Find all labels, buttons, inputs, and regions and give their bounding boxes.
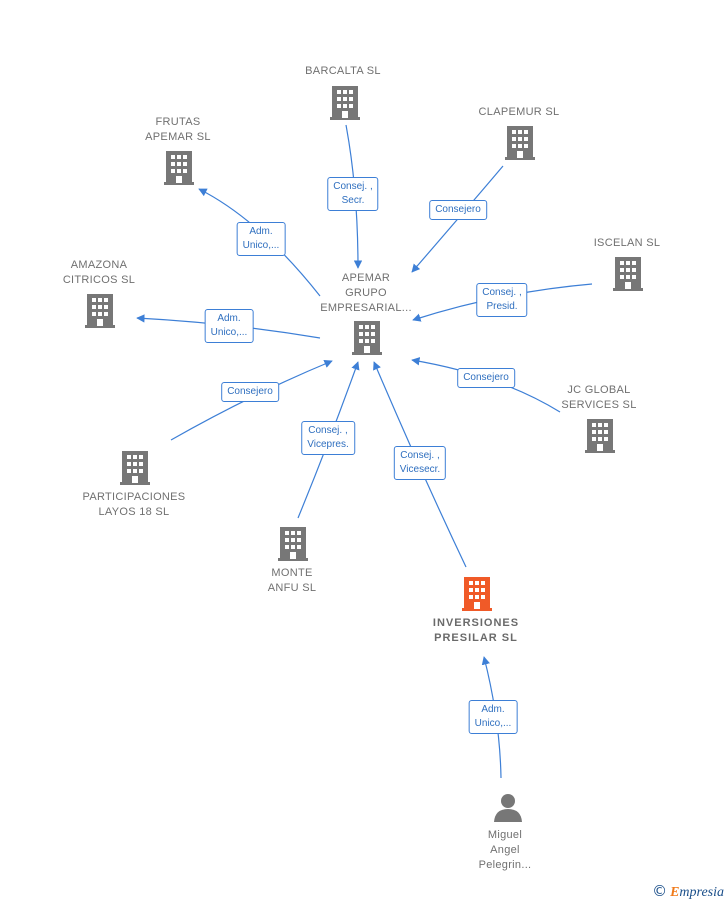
node-label-clapemur[interactable]: CLAPEMUR SL [478,106,560,118]
edge-label-miguel-inversiones[interactable]: Adm. Unico,... [468,700,518,734]
edge-label-barcalta-apemar[interactable]: Consej. , Secr. [327,177,379,211]
brand-initial: E [670,885,680,900]
focus-building-icon[interactable] [462,577,492,611]
node-label-barcalta[interactable]: BARCALTA SL [305,65,381,77]
node-label-monte[interactable]: MONTE ANFU SL [267,567,317,594]
edge-label-iscelan-apemar[interactable]: Consej. , Presid. [476,283,528,317]
building-icon[interactable] [505,126,535,160]
copyright-icon: © [652,882,668,900]
edge-label-apemar-frutas[interactable]: Adm. Unico,... [236,222,286,256]
empresia-logo[interactable]: ©Empresia [652,882,724,901]
node-label-frutas[interactable]: FRUTAS APEMAR SL [145,116,211,143]
building-icon[interactable] [120,451,150,485]
person-icon[interactable] [493,792,523,822]
building-icon[interactable] [278,527,308,561]
node-label-inversiones[interactable]: INVERSIONES PRESILAR SL [432,617,520,644]
node-label-miguel[interactable]: Miguel Angel Pelegrin... [478,829,532,871]
building-icon[interactable] [585,419,615,453]
node-label-participaciones[interactable]: PARTICIPACIONES LAYOS 18 SL [82,491,186,518]
building-icon[interactable] [330,86,360,120]
node-label-iscelan[interactable]: ISCELAN SL [593,237,661,249]
node-label-amazona[interactable]: AMAZONA CITRICOS SL [62,259,136,286]
brand-name: mpresia [679,885,724,900]
building-icon[interactable] [164,151,194,185]
building-icon[interactable] [85,294,115,328]
edge-label-inversiones-apemar[interactable]: Consej. , Vicesecr. [393,446,447,480]
building-icon[interactable] [352,321,382,355]
edge-label-monte-apemar[interactable]: Consej. , Vicepres. [301,421,355,455]
edge-label-apemar-amazona[interactable]: Adm. Unico,... [204,309,254,343]
edge-label-participaciones-apemar[interactable]: Consejero [221,382,279,402]
edge-label-jcglobal-apemar[interactable]: Consejero [457,368,515,388]
node-label-apemar[interactable]: APEMAR GRUPO EMPRESARIAL... [320,272,412,314]
building-icon[interactable] [613,257,643,291]
node-label-jcglobal[interactable]: JC GLOBAL SERVICES SL [561,384,637,411]
edge-label-clapemur-apemar[interactable]: Consejero [429,200,487,220]
